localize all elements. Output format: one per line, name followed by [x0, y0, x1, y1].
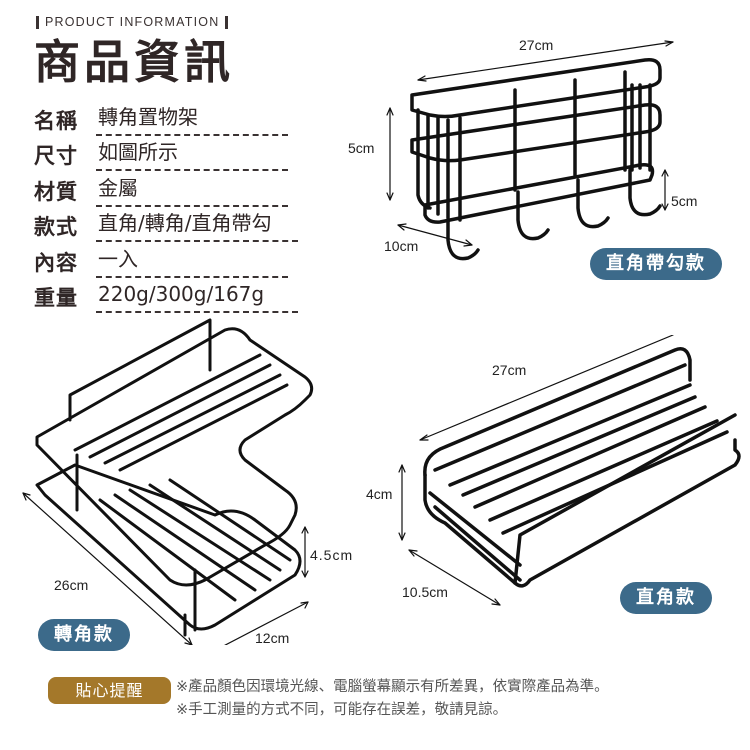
corner-rack-length-label: 26cm	[54, 577, 89, 593]
straight-rack-length-label: 27cm	[492, 362, 527, 378]
corner-rack-height-label: 4.5cm	[310, 547, 354, 563]
corner-rack-width-label: 12cm	[255, 630, 290, 646]
straight-rack-badge: 直角款	[620, 582, 712, 614]
straight-rack-illustration	[398, 335, 741, 606]
notice-badge: 貼心提醒	[48, 677, 171, 704]
spec-label: 名稱	[34, 108, 78, 133]
spec-value: 一入	[96, 245, 288, 278]
notice-line: ※產品顏色因環境光線、電腦螢幕顯示有所差異，依實際產品為準。	[176, 679, 609, 695]
spec-value: 直角/轉角/直角帶勾	[96, 209, 298, 242]
hook-rack-length-label: 27cm	[519, 37, 554, 53]
hook-rack-badge: 直角帶勾款	[590, 248, 722, 280]
spec-value: 220g/300g/167g	[96, 280, 298, 313]
spec-row-size: 尺寸 如圖所示	[34, 136, 324, 171]
spec-row-contents: 內容 一入	[34, 242, 324, 278]
spec-label: 款式	[34, 215, 78, 239]
eyebrow-bar-left	[36, 15, 39, 29]
spec-value: 金屬	[96, 174, 288, 207]
page-title: 商品資訊	[34, 35, 234, 89]
spec-value: 如圖所示	[96, 138, 288, 171]
hook-rack-depth-label: 10cm	[384, 238, 419, 254]
straight-rack-height-label: 4cm	[366, 486, 393, 502]
spec-row-name: 名稱 轉角置物架	[34, 100, 324, 136]
spec-label: 材質	[34, 179, 78, 204]
eyebrow-bar-right	[225, 15, 229, 29]
spec-label: 內容	[34, 250, 78, 275]
spec-label: 尺寸	[34, 144, 78, 168]
notice-text: ※產品顏色因環境光線、電腦螢幕顯示有所差異，依實際產品為準。 ※手工測量的方式不…	[176, 676, 609, 722]
notice-line: ※手工測量的方式不同，可能存在誤差，敬請見諒。	[176, 702, 508, 718]
corner-rack-illustration	[22, 318, 314, 645]
hook-rack-hook-label: 5cm	[671, 193, 698, 209]
eyebrow-text: PRODUCT INFORMATION	[45, 15, 220, 29]
spec-row-material: 材質 金屬	[34, 171, 324, 207]
straight-rack-depth-label: 10.5cm	[402, 584, 448, 600]
spec-row-style: 款式 直角/轉角/直角帶勾	[34, 207, 324, 242]
corner-rack-badge: 轉角款	[38, 619, 130, 651]
spec-list: 名稱 轉角置物架 尺寸 如圖所示 材質 金屬 款式 直角/轉角/直角帶勾 內容 …	[34, 100, 324, 313]
spec-label: 重量	[34, 286, 78, 310]
spec-value: 轉角置物架	[96, 103, 288, 136]
section-eyebrow: PRODUCT INFORMATION	[36, 15, 229, 29]
spec-row-weight: 重量 220g/300g/167g	[34, 278, 324, 313]
hook-rack-illustration	[386, 40, 674, 261]
hook-rack-height-label: 5cm	[348, 140, 375, 156]
